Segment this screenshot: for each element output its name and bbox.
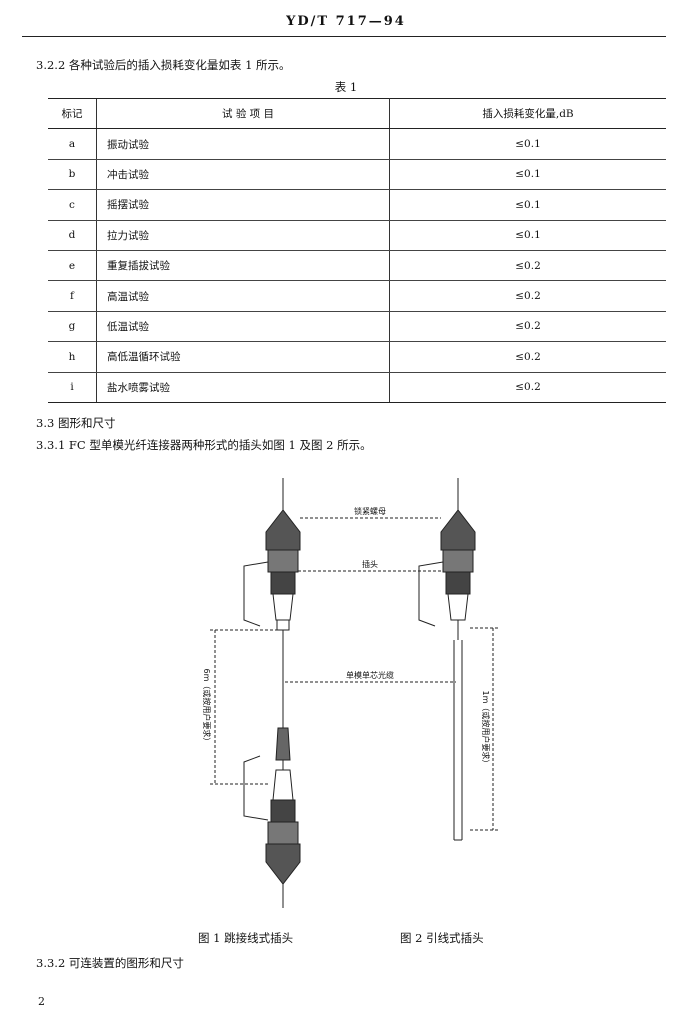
cell-value: ≤0.1 xyxy=(389,220,666,251)
table-1: 标记 试 验 项 目 插入损耗变化量,dB a 振动试验 ≤0.1 b 冲击试验… xyxy=(48,97,666,403)
header-mark: 标记 xyxy=(48,97,97,130)
cell-mark: g xyxy=(48,311,97,343)
label-lock-nut: 锁紧螺母 xyxy=(354,506,386,516)
cell-value: ≤0.1 xyxy=(389,159,666,191)
page-header-title: YD/T 717—94 xyxy=(286,14,406,29)
cell-item: 盐水喷雾试验 xyxy=(96,372,390,403)
dimension-lines xyxy=(210,517,500,831)
header-rule xyxy=(22,36,666,37)
cell-mark: h xyxy=(48,341,97,373)
header-item: 试 验 项 目 xyxy=(96,97,390,130)
cell-item: 高温试验 xyxy=(96,280,390,312)
header-value: 插入损耗变化量,dB xyxy=(389,97,666,130)
table-row: h 高低温循环试验 ≤0.2 xyxy=(48,341,666,373)
figure-2-caption: 图 2 引线式插头 xyxy=(400,931,484,945)
cell-item: 摇摆试验 xyxy=(96,189,390,221)
label-fiber-cable: 单模单芯光缆 xyxy=(346,670,394,680)
cell-value: ≤0.1 xyxy=(389,189,666,221)
cell-item: 冲击试验 xyxy=(96,159,390,191)
cell-item: 拉力试验 xyxy=(96,220,390,251)
cell-mark: f xyxy=(48,280,97,312)
figure-2-drawing xyxy=(418,478,476,841)
label-plug: 插头 xyxy=(362,559,378,569)
label-right-length: 1m（或按用户要求） xyxy=(481,691,491,768)
figure-1-caption: 图 1 跳接线式插头 xyxy=(198,931,294,945)
section-3-3-heading: 3.3 图形和尺寸 xyxy=(36,416,116,430)
cell-item: 高低温循环试验 xyxy=(96,341,390,373)
cell-value: ≤0.2 xyxy=(389,311,666,343)
section-3-3-2-text: 3.3.2 可连装置的图形和尺寸 xyxy=(36,956,184,970)
cell-item: 重复插拔试验 xyxy=(96,250,390,282)
table-row: g 低温试验 ≤0.2 xyxy=(48,311,666,343)
cell-value: ≤0.2 xyxy=(389,280,666,312)
cell-mark: d xyxy=(48,220,97,251)
table-row: d 拉力试验 ≤0.1 xyxy=(48,220,666,251)
cell-mark: e xyxy=(48,250,97,282)
table-row: b 冲击试验 ≤0.1 xyxy=(48,159,666,191)
table-header-row: 标记 试 验 项 目 插入损耗变化量,dB xyxy=(48,97,666,130)
connector-figure: 锁紧螺母 插头 单模单芯光缆 6m（或按用户要求） 1m（或按用户要求） xyxy=(202,478,500,908)
cell-value: ≤0.2 xyxy=(389,250,666,282)
table-row: i 盐水喷雾试验 ≤0.2 xyxy=(48,372,666,403)
cell-mark: b xyxy=(48,159,97,191)
table-row: c 摇摆试验 ≤0.1 xyxy=(48,189,666,221)
section-3-3-1-text: 3.3.1 FC 型单模光纤连接器两种形式的插头如图 1 及图 2 所示。 xyxy=(36,438,372,452)
cell-value: ≤0.2 xyxy=(389,341,666,373)
table-row: f 高温试验 ≤0.2 xyxy=(48,280,666,312)
cell-mark: c xyxy=(48,189,97,221)
cell-value: ≤0.1 xyxy=(389,128,666,160)
table-row: e 重复插拔试验 ≤0.2 xyxy=(48,250,666,282)
table-1-caption: 表 1 xyxy=(334,80,358,94)
table-row: a 振动试验 ≤0.1 xyxy=(48,128,666,160)
cell-mark: a xyxy=(48,128,97,160)
figure-1-drawing xyxy=(243,478,301,908)
section-3-2-2-text: 3.2.2 各种试验后的插入损耗变化量如表 1 所示。 xyxy=(36,58,291,72)
cell-item: 低温试验 xyxy=(96,311,390,343)
cell-item: 振动试验 xyxy=(96,128,390,160)
cell-mark: i xyxy=(48,372,97,403)
cell-value: ≤0.2 xyxy=(389,372,666,403)
page-number: 2 xyxy=(38,995,45,1008)
label-left-length: 6m（或按用户要求） xyxy=(202,669,212,746)
